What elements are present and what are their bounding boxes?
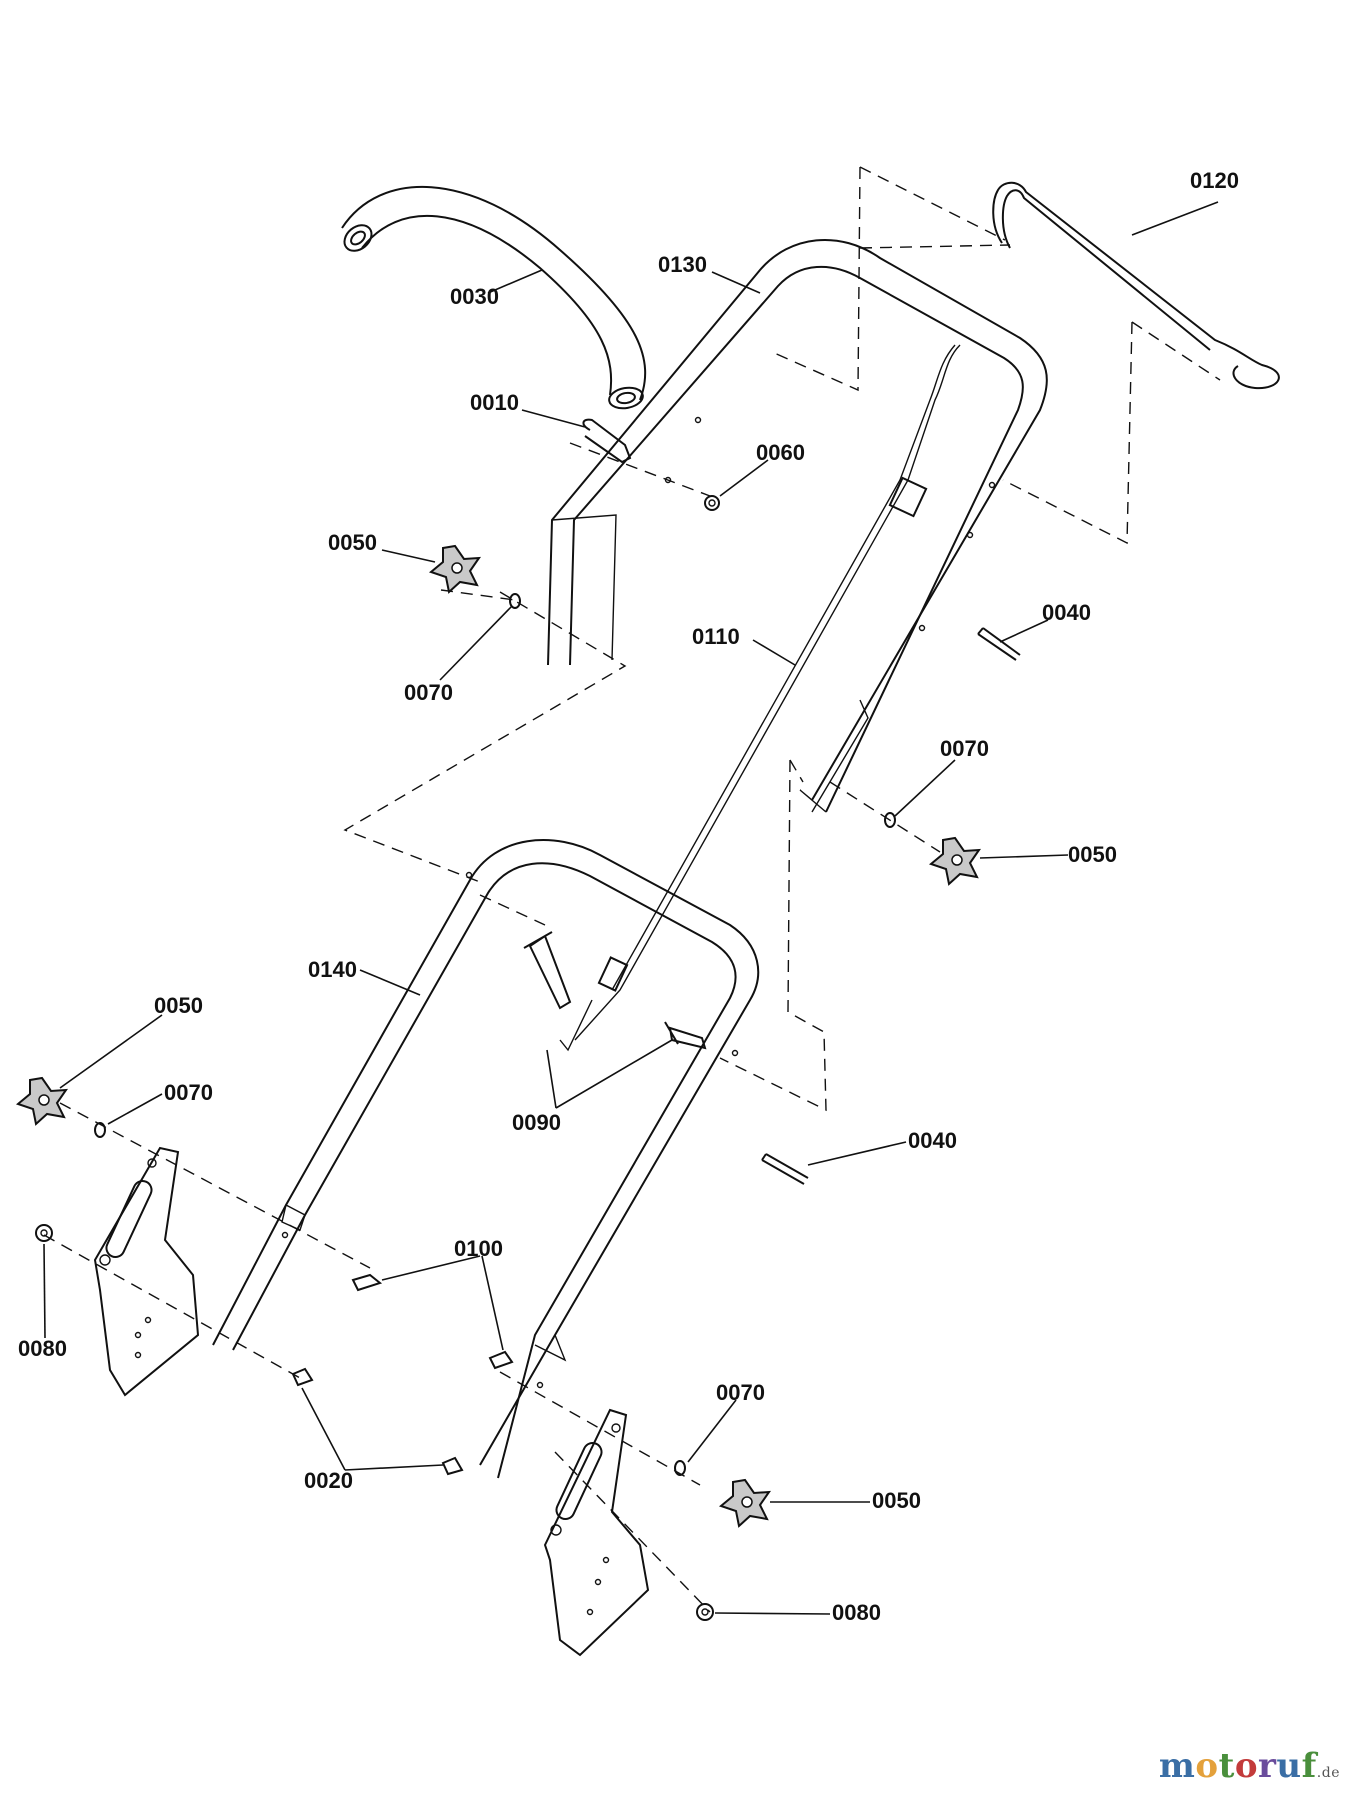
part-labels: 0120 0130 0030 0010 0060 0050 0070 0110 … <box>18 168 1239 1625</box>
label-0040-lower: 0040 <box>908 1128 957 1153</box>
label-0030: 0030 <box>450 284 499 309</box>
watermark-letter: m <box>1158 1746 1196 1786</box>
label-0050-left: 0050 <box>154 993 203 1018</box>
lower-handle-part <box>212 839 760 1479</box>
left-bracket-part <box>93 1146 200 1397</box>
watermark-suffix: .de <box>1316 1765 1340 1781</box>
label-0050-right: 0050 <box>1068 842 1117 867</box>
label-0060: 0060 <box>756 440 805 465</box>
label-0100: 0100 <box>454 1236 503 1261</box>
label-0120: 0120 <box>1190 168 1239 193</box>
label-0080-right: 0080 <box>832 1600 881 1625</box>
label-0130: 0130 <box>658 252 707 277</box>
star-knob-part-right <box>928 836 982 886</box>
watermark-letter: r <box>1258 1746 1277 1786</box>
label-0020: 0020 <box>304 1468 353 1493</box>
label-0070-left: 0070 <box>164 1080 213 1105</box>
watermark-letter: t <box>1218 1746 1235 1786</box>
motoruf-watermark-logo: motoruf.de <box>1159 1746 1340 1786</box>
label-0090: 0090 <box>512 1110 561 1135</box>
star-knob-part-lower <box>718 1478 772 1528</box>
watermark-letter: o <box>1234 1746 1258 1786</box>
label-0010: 0010 <box>470 390 519 415</box>
bail-part <box>992 181 1280 390</box>
label-0080-left: 0080 <box>18 1336 67 1361</box>
label-0070-upper: 0070 <box>404 680 453 705</box>
label-0110: 0110 <box>692 624 740 649</box>
label-0070-lower: 0070 <box>716 1380 765 1405</box>
watermark-letter: o <box>1195 1746 1219 1786</box>
assembly-dashed-lines <box>43 166 1221 1613</box>
label-0140: 0140 <box>308 957 357 982</box>
star-knob-part-left <box>15 1076 69 1126</box>
small-hardware <box>35 418 1021 1621</box>
cable-part <box>559 344 961 1052</box>
upper-handle-part <box>547 239 1048 813</box>
label-0050-lower: 0050 <box>872 1488 921 1513</box>
label-0050-upper: 0050 <box>328 530 377 555</box>
watermark-letter: f <box>1301 1746 1317 1786</box>
watermark-letter: u <box>1276 1746 1302 1786</box>
leader-lines <box>43 201 1219 1615</box>
label-0070-right: 0070 <box>940 736 989 761</box>
foam-grip-part <box>341 185 647 410</box>
right-bracket-part <box>543 1408 650 1657</box>
label-0040-upper: 0040 <box>1042 600 1091 625</box>
star-knob-part-upper <box>428 544 482 594</box>
